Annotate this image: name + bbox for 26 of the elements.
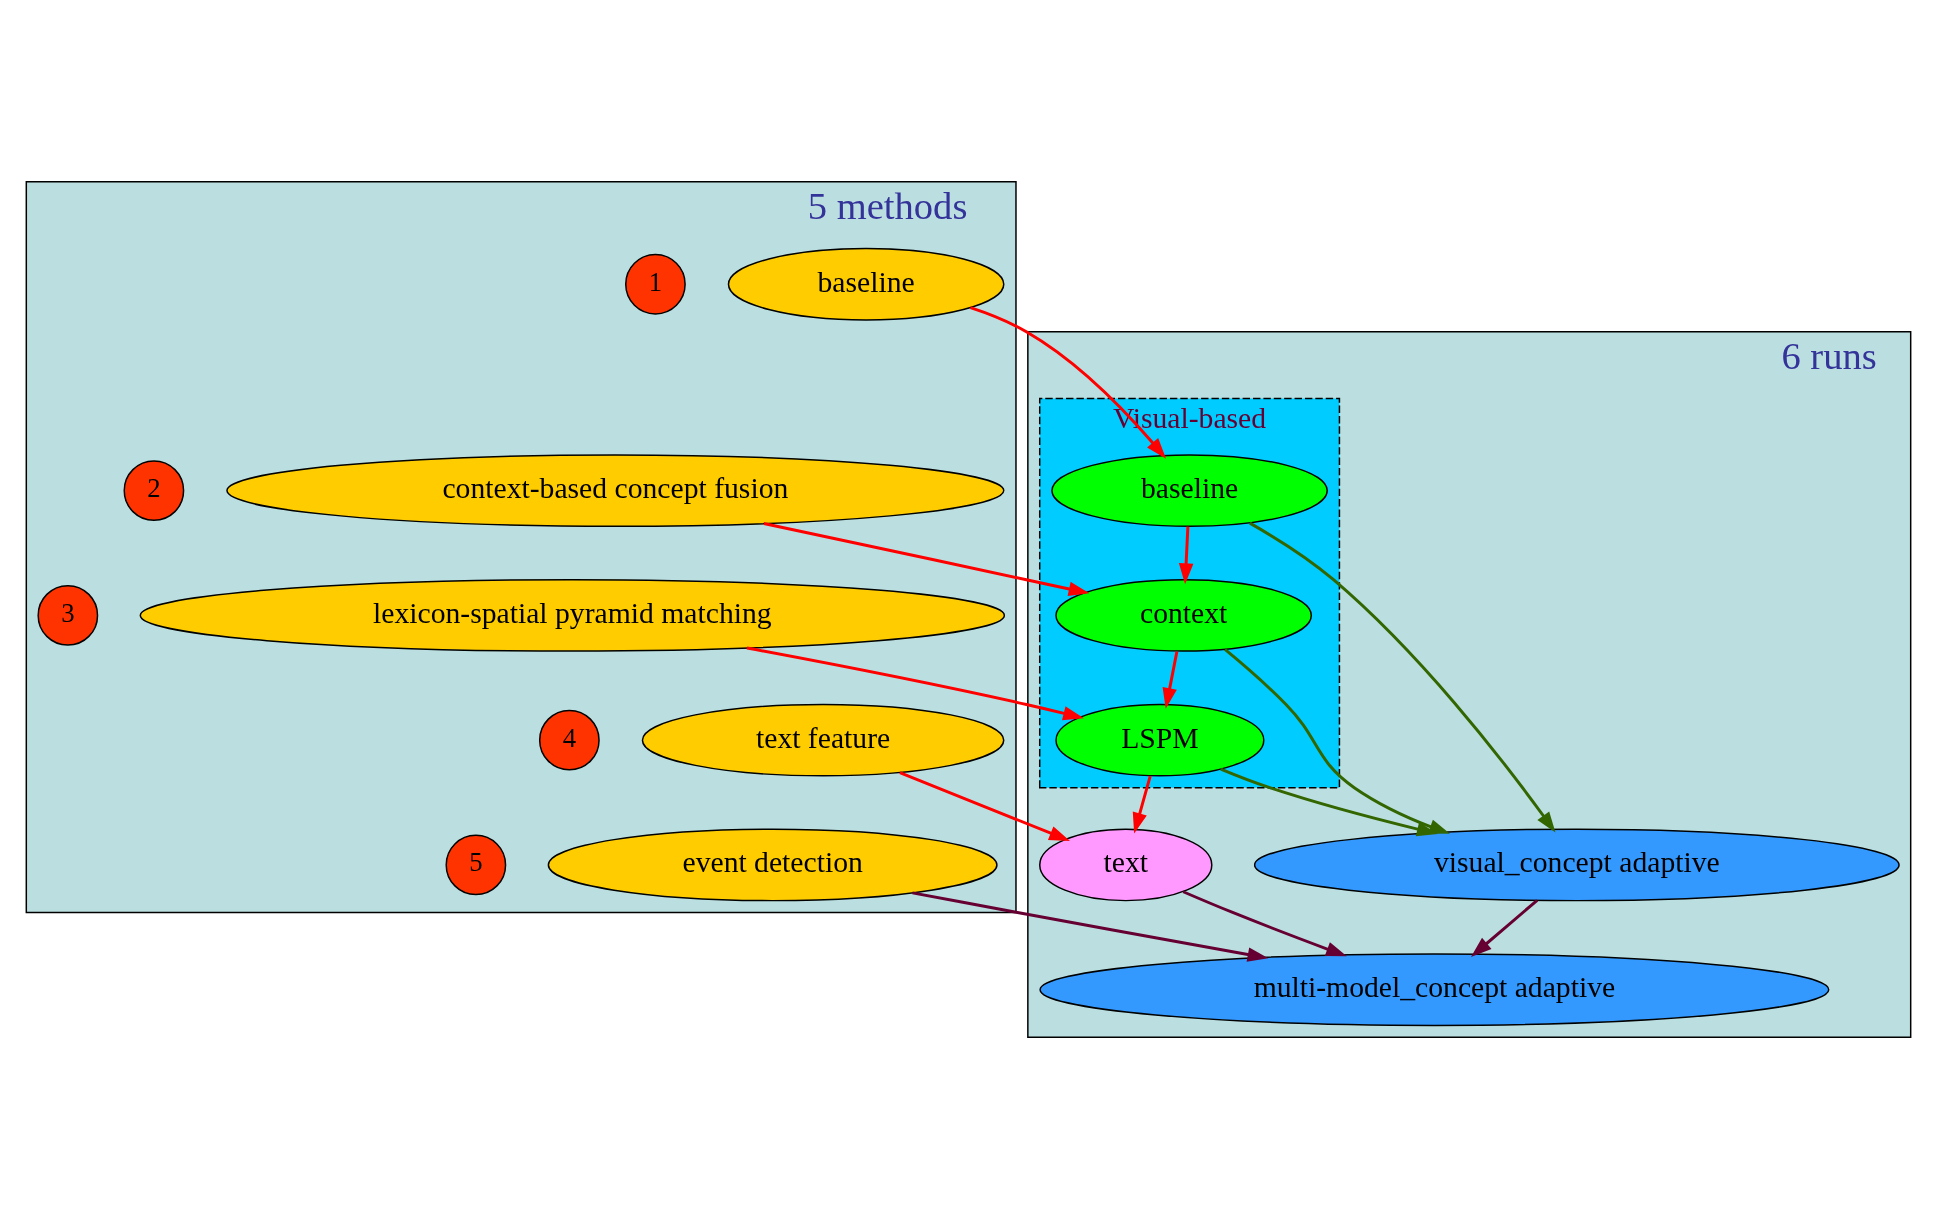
node-circle: 4 — [538, 709, 600, 771]
arrow — [912, 890, 1269, 962]
arrow — [899, 770, 1070, 841]
arrow — [1249, 521, 1556, 833]
arrow — [746, 646, 1084, 720]
node-ellipse: lexicon-spatial pyramid matching — [139, 578, 1006, 652]
arrow — [1182, 889, 1347, 956]
arrow — [969, 305, 1167, 459]
arrow — [1470, 898, 1539, 957]
arrow — [763, 521, 1090, 596]
node-ellipse: multi-model_concept adaptive — [1039, 952, 1830, 1026]
arrow — [1224, 647, 1450, 834]
arrow — [1220, 767, 1438, 836]
arrow — [1132, 775, 1152, 833]
arrow — [1178, 526, 1194, 584]
node-circle: 3 — [37, 584, 99, 646]
arrow — [1162, 650, 1179, 709]
node-ellipse: visual_concept adaptive — [1253, 827, 1900, 901]
node-ellipse: baseline — [727, 247, 1005, 321]
node-circle: 2 — [123, 459, 185, 521]
node-ellipse: text feature — [641, 703, 1005, 777]
node-ellipse: baseline — [1051, 453, 1328, 527]
node-circle: 1 — [625, 253, 686, 315]
node-ellipse: context-based concept fusion — [226, 453, 1005, 527]
node-circle: 5 — [445, 834, 507, 895]
node-ellipse: event detection — [547, 827, 998, 901]
